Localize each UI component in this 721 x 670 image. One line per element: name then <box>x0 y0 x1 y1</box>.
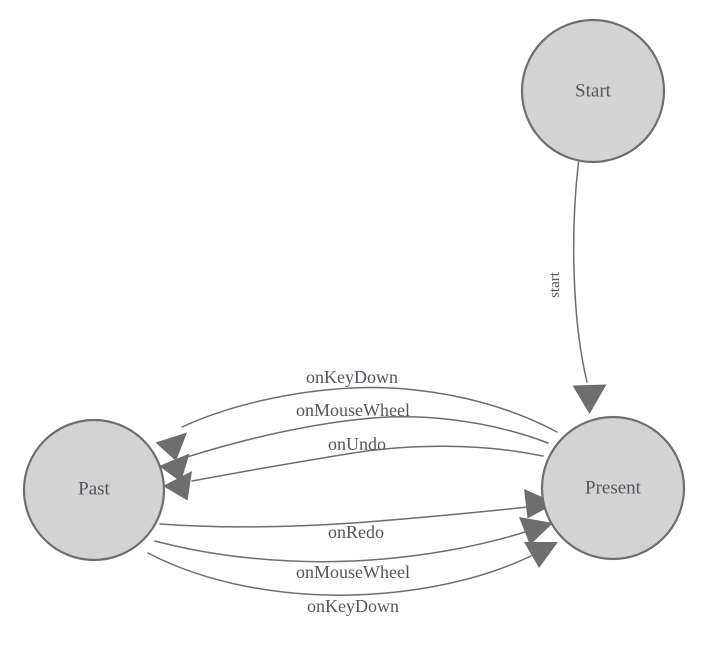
node-past-label: Past <box>78 478 110 499</box>
edge-present-to-past-onundo[interactable] <box>163 445 544 501</box>
arrowhead-past-to-present-onredo <box>524 489 556 519</box>
node-past-circle <box>22 418 166 562</box>
edge-present-to-past-onmousewheel[interactable] <box>159 416 549 482</box>
edge-path-past-to-present-onkeydown <box>147 552 532 596</box>
arrowhead-present-to-past-onkeydown <box>155 432 187 461</box>
edge-present-to-past-onkeydown[interactable] <box>155 386 558 461</box>
arrowhead-past-to-present-onkeydown <box>524 542 558 568</box>
edge-label-past-to-present-onkeydown: onKeyDown <box>307 596 399 616</box>
edge-label-start: start <box>547 271 563 298</box>
node-present[interactable]: Present <box>540 415 686 561</box>
node-start-circle <box>520 18 666 164</box>
node-past[interactable]: Past <box>22 418 166 562</box>
edge-label-present-to-past-onmousewheel: onMouseWheel <box>296 400 410 420</box>
edge-path-past-to-present-onmousewheel <box>154 531 526 563</box>
node-present-label: Present <box>585 477 642 498</box>
node-present-circle <box>540 415 686 561</box>
edge-path-present-to-past-onundo <box>191 445 544 482</box>
edge-label-present-to-past-onkeydown: onKeyDown <box>306 367 398 387</box>
edge-path-present-to-past-onmousewheel <box>186 416 549 458</box>
arrowhead-present-to-past-onundo <box>163 471 192 501</box>
edge-label-past-to-present-onredo: onRedo <box>328 522 384 542</box>
edge-path-past-to-present-onredo <box>159 506 529 528</box>
edge-label-group: start onKeyDown onMouseWheel onUndo onRe… <box>296 271 563 616</box>
arrowhead-past-to-present-onmousewheel <box>519 517 553 545</box>
edge-past-to-present-onmousewheel[interactable] <box>154 517 553 563</box>
edge-past-to-present-onkeydown[interactable] <box>147 542 558 596</box>
edge-label-past-to-present-onmousewheel: onMouseWheel <box>296 562 410 582</box>
edge-label-present-to-past-onundo: onUndo <box>328 434 386 454</box>
edge-path-present-to-past-onkeydown <box>181 386 558 433</box>
node-start[interactable]: Start <box>520 18 666 164</box>
edge-past-to-present-onredo[interactable] <box>159 489 556 528</box>
node-group: Start Present Past <box>22 18 686 562</box>
node-start-label: Start <box>575 80 612 101</box>
edge-group <box>147 161 607 596</box>
arrowhead-start-to-present <box>572 384 607 414</box>
arrowhead-present-to-past-onmousewheel <box>159 453 190 482</box>
edge-path-start-to-present <box>572 161 588 383</box>
edge-start-to-present[interactable] <box>572 161 607 415</box>
